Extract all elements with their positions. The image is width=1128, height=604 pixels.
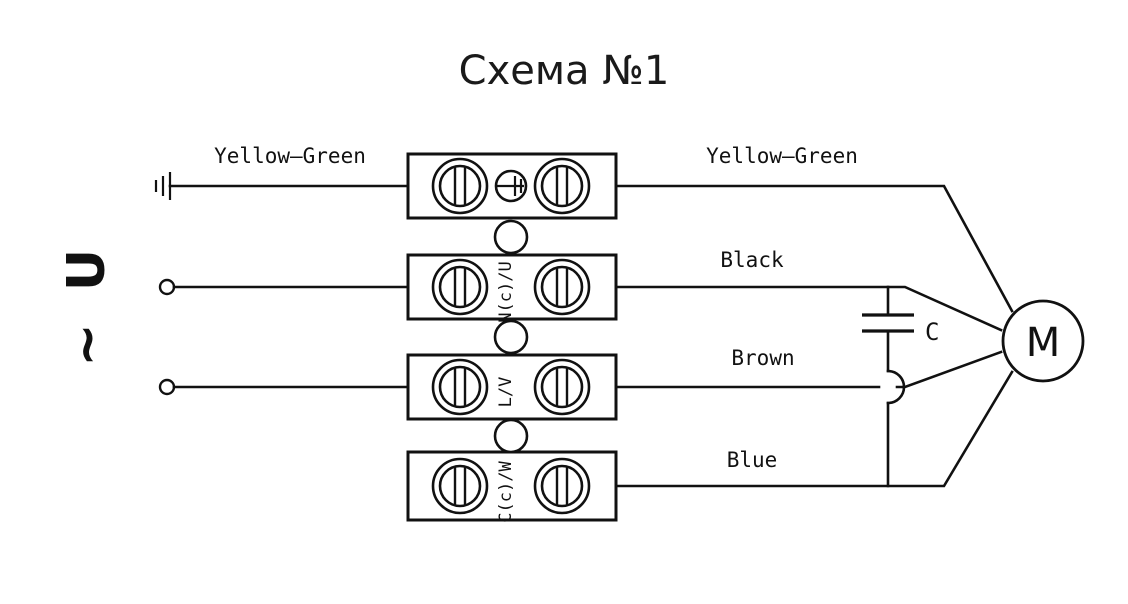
motor-label: M <box>1026 320 1061 366</box>
screw-slot <box>555 368 569 406</box>
right-wire-label-blue: Blue <box>727 448 778 472</box>
earth-ground-icon <box>154 172 172 200</box>
screw-slot <box>453 167 467 205</box>
capacitor: C <box>862 285 939 488</box>
motor-circle <box>1001 299 1085 383</box>
ac-symbol: ~ <box>57 323 117 367</box>
right-wire-label-yellow-green: Yellow—Green <box>706 144 858 168</box>
line-terminal-1[interactable] <box>158 278 176 296</box>
motor[interactable]: M <box>1001 299 1085 383</box>
right-wire-black <box>614 285 1003 332</box>
right-wire-brown-right <box>895 350 1003 389</box>
terminal-marking-c-w: C(c)/W <box>496 461 516 523</box>
terminal-marking-l-v: L/V <box>496 377 516 408</box>
screw-slot <box>555 167 569 205</box>
screw-slot <box>453 268 467 306</box>
right-wire-label-black: Black <box>720 248 784 272</box>
line-terminal-2[interactable] <box>158 378 176 396</box>
screw-slot <box>453 467 467 505</box>
voltage-symbol: U <box>57 249 117 291</box>
right-wire-yellow-green <box>614 184 1014 313</box>
terminal-marking-n-u: N(c)/U <box>496 261 516 322</box>
terminal-row-earth[interactable] <box>406 152 618 220</box>
diagram-title: Схема №1 <box>459 48 670 94</box>
wire-hop-icon <box>886 369 906 405</box>
divider-circle-3 <box>493 418 529 454</box>
left-wire-label-yellow-green: Yellow—Green <box>214 144 366 168</box>
terminal-row-n-u[interactable] <box>406 253 618 321</box>
screw-slot <box>453 368 467 406</box>
protective-earth-icon <box>494 169 528 203</box>
screw-slot <box>555 268 569 306</box>
divider-circle-1 <box>493 219 529 255</box>
terminal-row-l-v[interactable] <box>406 353 618 421</box>
capacitor-label: C <box>925 318 939 346</box>
right-wire-label-brown: Brown <box>731 346 794 370</box>
divider-circle-2 <box>493 319 529 355</box>
terminal-row-c-w[interactable] <box>406 450 618 522</box>
right-wire-blue <box>614 370 1014 488</box>
screw-slot <box>555 467 569 505</box>
